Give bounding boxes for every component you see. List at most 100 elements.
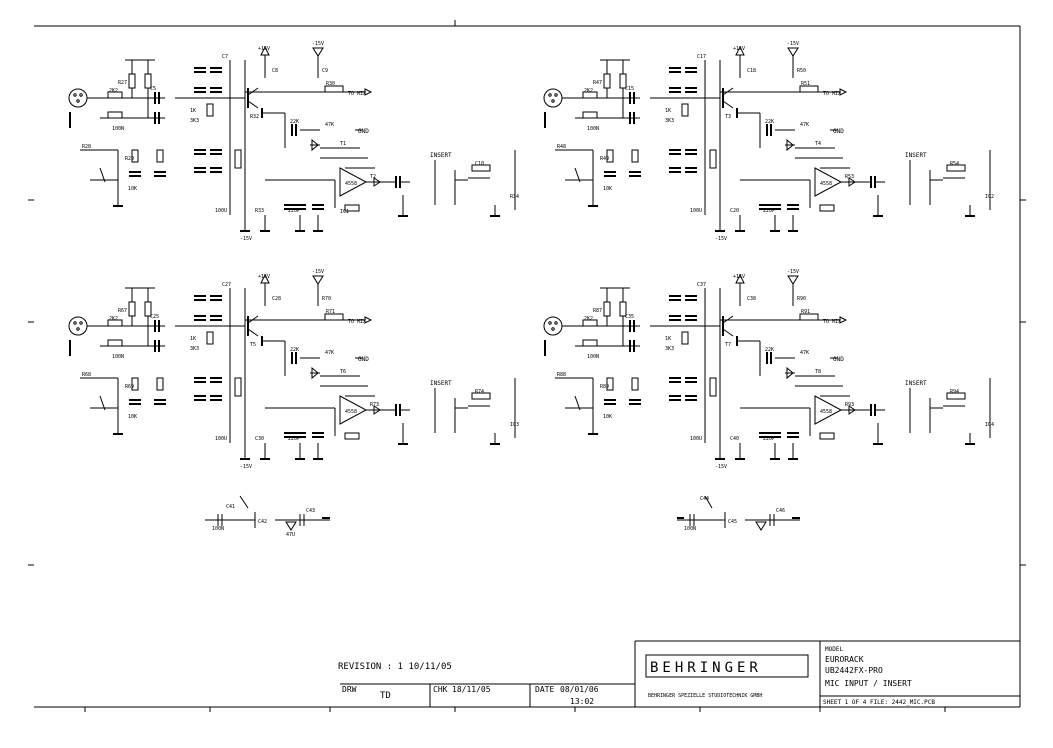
xlr-pin (548, 321, 552, 325)
channel-3-circuit: R67C252K2100NR68R6910K1K3K3C27+15V-15VC2… (68, 269, 519, 470)
op-amp (339, 167, 368, 197)
xlr-pin (551, 99, 555, 103)
feedback-resistor (344, 432, 360, 440)
signal-arrow (848, 405, 856, 415)
ref-designator: R93 (845, 402, 854, 408)
wire (99, 167, 106, 183)
ref-designator: IC2 (985, 194, 994, 200)
ref-designator: R47 (593, 80, 602, 86)
value-label: 47K (325, 122, 334, 128)
supply-label: -15V (715, 236, 727, 242)
value-label: 100N (112, 126, 124, 132)
decoupling-left-ref-2: C42 (258, 519, 267, 525)
ref-designator: R30 (326, 81, 335, 87)
value-label: 220P (288, 208, 300, 214)
xlr-pin (79, 93, 83, 97)
resistor (681, 103, 689, 117)
value-label: 3K3 (665, 118, 674, 124)
ref-designator: IC1 (340, 209, 349, 215)
phantom-resistor (128, 73, 136, 89)
value-label: 47K (325, 350, 334, 356)
feedback-resistor (819, 204, 835, 212)
channel-4-circuit: R87C352K2100NR88R8910K1K3K3C37+15V-15VC3… (543, 269, 994, 470)
supply-arrow (787, 275, 799, 285)
ref-designator: C9 (322, 68, 328, 74)
wire (247, 315, 259, 324)
value-label: 100U (215, 208, 227, 214)
collector-resistor (324, 85, 344, 93)
ref-designator: T5 (250, 342, 256, 348)
value-label: 1K (190, 108, 196, 114)
ref-designator: R34 (510, 194, 519, 200)
op-amp (339, 395, 368, 425)
value-label: 220P (763, 436, 775, 442)
ref-designator: R68 (82, 372, 91, 378)
resistor (234, 149, 242, 169)
ref-designator: T6 (340, 369, 346, 375)
resistor (709, 149, 717, 169)
ref-designator: R90 (797, 296, 806, 302)
ref-designator: R51 (801, 81, 810, 87)
supply-label: -15V (787, 41, 799, 47)
signal-arrow (364, 316, 373, 324)
value-label: 47K (800, 350, 809, 356)
ref-designator: T1 (340, 141, 346, 147)
diode (786, 366, 794, 380)
value-label: 4558 (820, 409, 832, 415)
net-label: TO MIX (823, 91, 841, 97)
signal-arrow (373, 177, 381, 187)
resistor (156, 377, 164, 391)
supply-label: +15V (733, 46, 745, 52)
ref-designator: C25 (150, 314, 159, 320)
ref-designator: R27 (118, 80, 127, 86)
ref-designator: C28 (272, 296, 281, 302)
insert-resistor (471, 164, 491, 172)
ref-designator: T2 (370, 174, 376, 180)
ref-designator: R71 (326, 309, 335, 315)
ref-designator: R69 (125, 384, 134, 390)
diode (311, 366, 319, 380)
ref-designator: R32 (250, 114, 259, 120)
value-label: 3K3 (190, 118, 199, 124)
input-resistor (107, 319, 123, 327)
ref-designator: R88 (557, 372, 566, 378)
ref-designator: C5 (150, 86, 156, 92)
signal-arrow (373, 405, 381, 415)
value-label: 1K (665, 336, 671, 342)
xlr-pin (554, 321, 558, 325)
ref-designator: C7 (222, 54, 228, 60)
decoupling-right-ref-3: C46 (776, 508, 785, 514)
net-label: GND (358, 356, 369, 363)
value-label: 22K (290, 347, 299, 353)
company-line: BEHRINGER SPEZIELLE STUDIOTECHNIK GMBH (648, 693, 762, 699)
ref-designator: C40 (730, 436, 739, 442)
net-label: GND (833, 356, 844, 363)
ref-designator: R89 (600, 384, 609, 390)
insert-label: INSERT (430, 152, 452, 159)
ref-designator: C8 (272, 68, 278, 74)
value-label: 10K (128, 186, 137, 192)
revision-text: REVISION : 1 10/11/05 (338, 662, 452, 672)
signal-arrow (848, 177, 856, 187)
check-label: CHK (433, 685, 448, 694)
ref-designator: R49 (600, 156, 609, 162)
collector-resistor (799, 313, 819, 321)
supply-label: -15V (240, 236, 252, 242)
wire (722, 100, 734, 109)
op-amp (814, 167, 843, 197)
decoupling-right-ref-1: C44 (700, 496, 709, 502)
xlr-connector (68, 316, 88, 336)
value-label: 1K (190, 336, 196, 342)
input-resistor (582, 319, 598, 327)
value-label: 3K3 (190, 346, 199, 352)
ref-designator: IC3 (510, 422, 519, 428)
resistor (131, 149, 139, 163)
date-label: DATE (535, 685, 554, 694)
xlr-pin (548, 93, 552, 97)
supply-label: +15V (733, 274, 745, 280)
insert-resistor (946, 164, 966, 172)
ref-designator: R70 (322, 296, 331, 302)
ref-designator: C27 (222, 282, 231, 288)
phantom-resistor (128, 301, 136, 317)
time-value: 13:02 (570, 697, 594, 706)
